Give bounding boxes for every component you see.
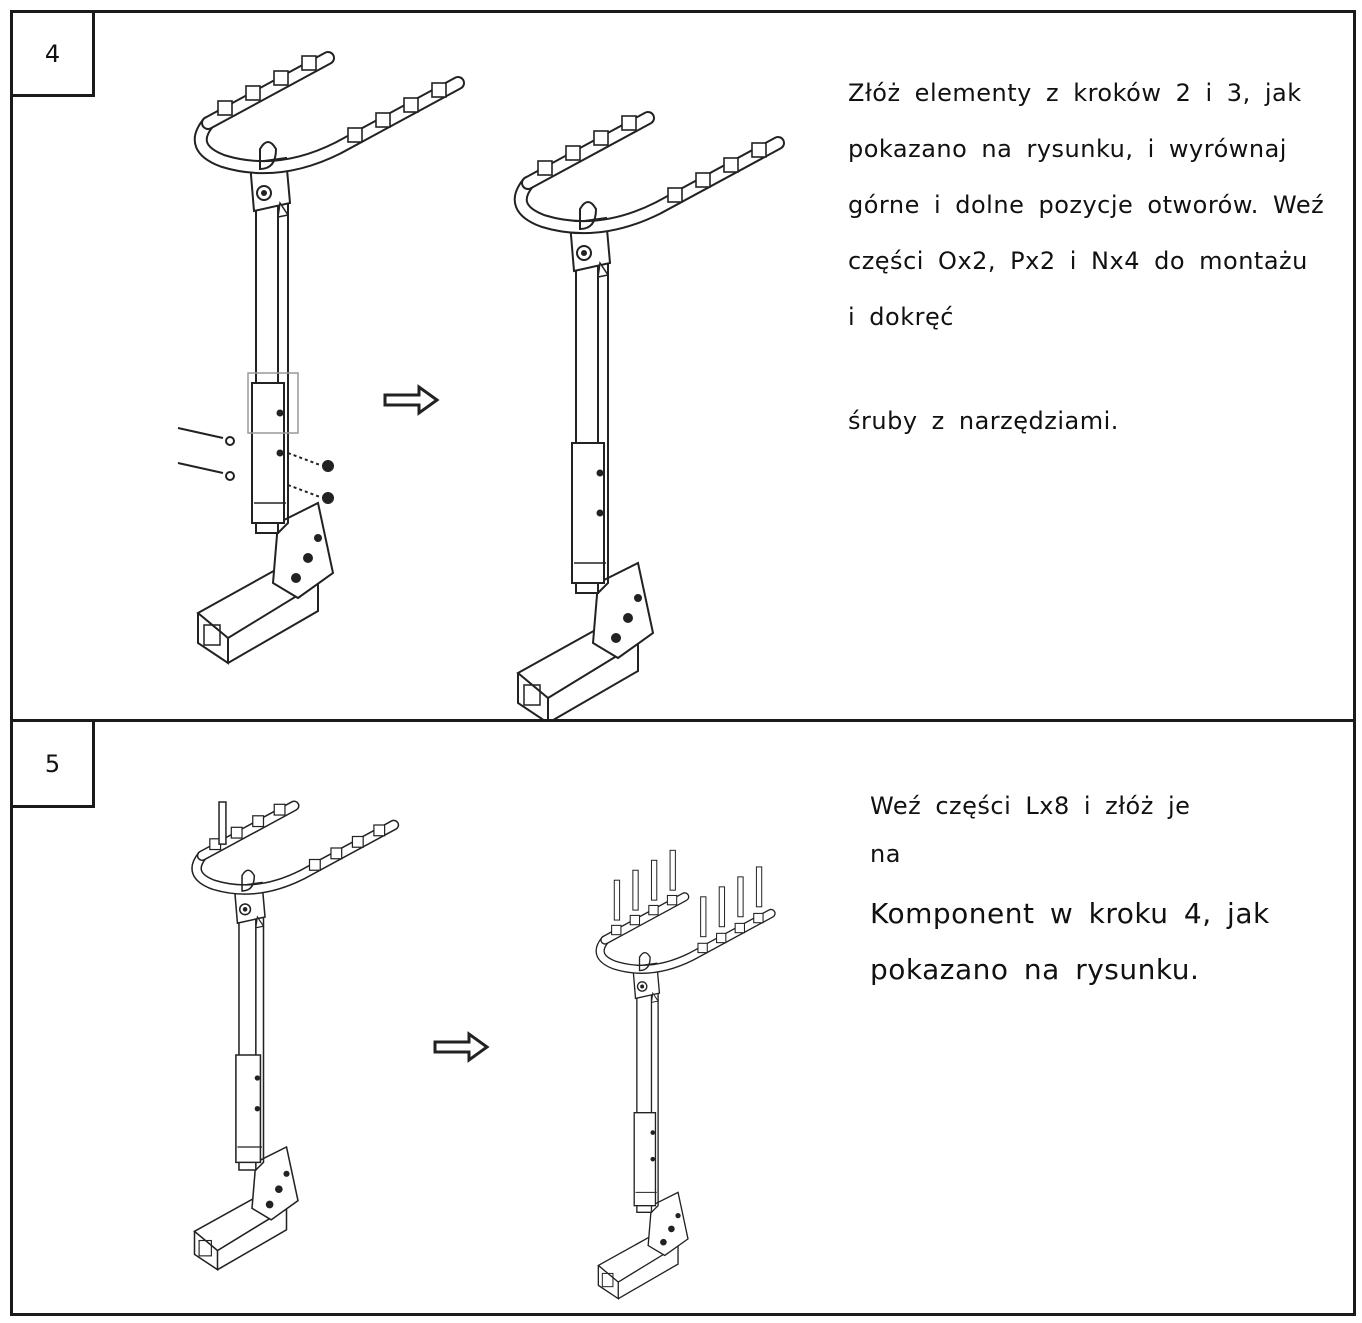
instruction-line: pokazano na rysunku, i wyrównaj <box>848 135 1287 163</box>
step-4-instructions: Złóż elementy z kroków 2 i 3, jak pokaza… <box>848 65 1348 449</box>
instruction-line: na <box>870 840 901 868</box>
right-arrow-icon <box>433 1032 489 1062</box>
instruction-line: górne i dolne pozycje otworów. Weź <box>848 191 1325 219</box>
step-5-instructions: Weź części Lx8 i złóż je na Komponent w … <box>870 782 1350 998</box>
step-5-panel: 5 Weź części Lx8 i złóż je na Komponent … <box>10 719 1356 1316</box>
instruction-line: i dokręć <box>848 303 954 331</box>
step-number: 4 <box>13 13 95 97</box>
instruction-line: śruby z narzędziami. <box>848 407 1119 435</box>
instruction-line: Weź części Lx8 i złóż je <box>870 792 1191 820</box>
rack-with-one-strap-illustration <box>133 802 463 1262</box>
instruction-line: Komponent w kroku 4, jak <box>870 897 1270 930</box>
rack-after-illustration <box>488 113 818 713</box>
step-4-panel: 4 Złóż elementy z kroków 2 i 3, jak poka… <box>10 10 1356 722</box>
right-arrow-icon <box>383 385 439 415</box>
instruction-line: części Ox2, Px2 i Nx4 do montażu <box>848 247 1308 275</box>
step-number: 5 <box>13 722 95 808</box>
rack-before-illustration <box>168 53 498 713</box>
instruction-line: pokazano na rysunku. <box>870 953 1200 986</box>
rack-with-straps-illustration <box>563 849 813 1292</box>
instruction-line: Złóż elementy z kroków 2 i 3, jak <box>848 79 1302 107</box>
